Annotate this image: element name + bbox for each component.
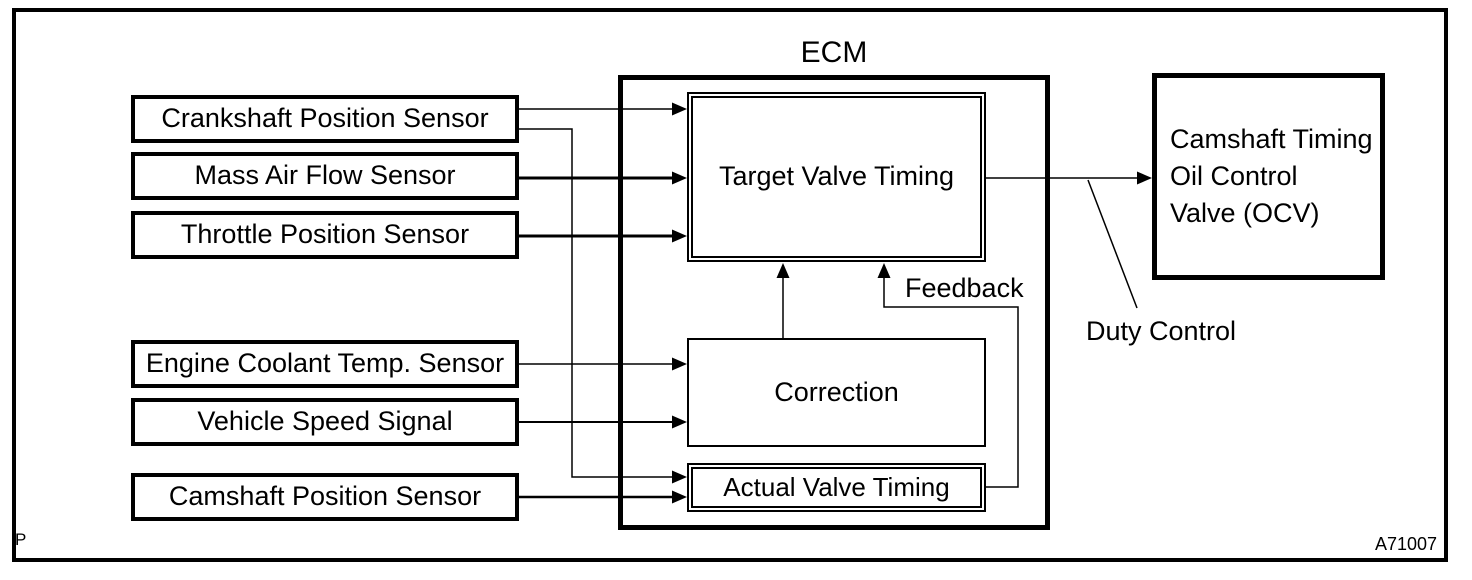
feedback-label: Feedback bbox=[905, 273, 1024, 303]
block-engine-coolant-temp-sensor: Engine Coolant Temp. Sensor bbox=[131, 340, 519, 388]
block-label: Camshaft Position Sensor bbox=[168, 481, 482, 512]
block-label: Target Valve Timing bbox=[718, 161, 955, 192]
block-camshaft-timing-ocv: Camshaft Timing Oil Control Valve (OCV) bbox=[1152, 73, 1385, 280]
block-crankshaft-position-sensor: Crankshaft Position Sensor bbox=[131, 95, 519, 143]
block-vehicle-speed-signal: Vehicle Speed Signal bbox=[131, 398, 519, 446]
outer-frame bbox=[12, 8, 1448, 562]
block-actual-valve-timing: Actual Valve Timing bbox=[687, 463, 986, 512]
figure-code: A71007 bbox=[1374, 534, 1437, 554]
block-target-valve-timing: Target Valve Timing bbox=[687, 92, 986, 262]
block-camshaft-position-sensor: Camshaft Position Sensor bbox=[131, 473, 519, 521]
block-label-line2: Oil Control bbox=[1170, 161, 1298, 191]
duty-control-label: Duty Control bbox=[1086, 316, 1237, 346]
block-label-line1: Camshaft Timing bbox=[1170, 124, 1373, 154]
block-label: Engine Coolant Temp. Sensor bbox=[145, 348, 505, 379]
block-label: Vehicle Speed Signal bbox=[197, 406, 453, 437]
block-label: Crankshaft Position Sensor bbox=[161, 103, 489, 134]
block-label: Throttle Position Sensor bbox=[180, 219, 470, 250]
page-marker: P bbox=[15, 530, 27, 549]
block-label: Mass Air Flow Sensor bbox=[194, 160, 456, 191]
block-throttle-position-sensor: Throttle Position Sensor bbox=[131, 211, 519, 259]
block-label: Correction bbox=[774, 376, 899, 407]
ecm-title: ECM bbox=[800, 36, 868, 69]
block-label: Actual Valve Timing bbox=[723, 472, 950, 503]
block-label-line3: Valve (OCV) bbox=[1170, 198, 1320, 228]
block-correction: Correction bbox=[687, 338, 986, 447]
block-mass-air-flow-sensor: Mass Air Flow Sensor bbox=[131, 152, 519, 200]
